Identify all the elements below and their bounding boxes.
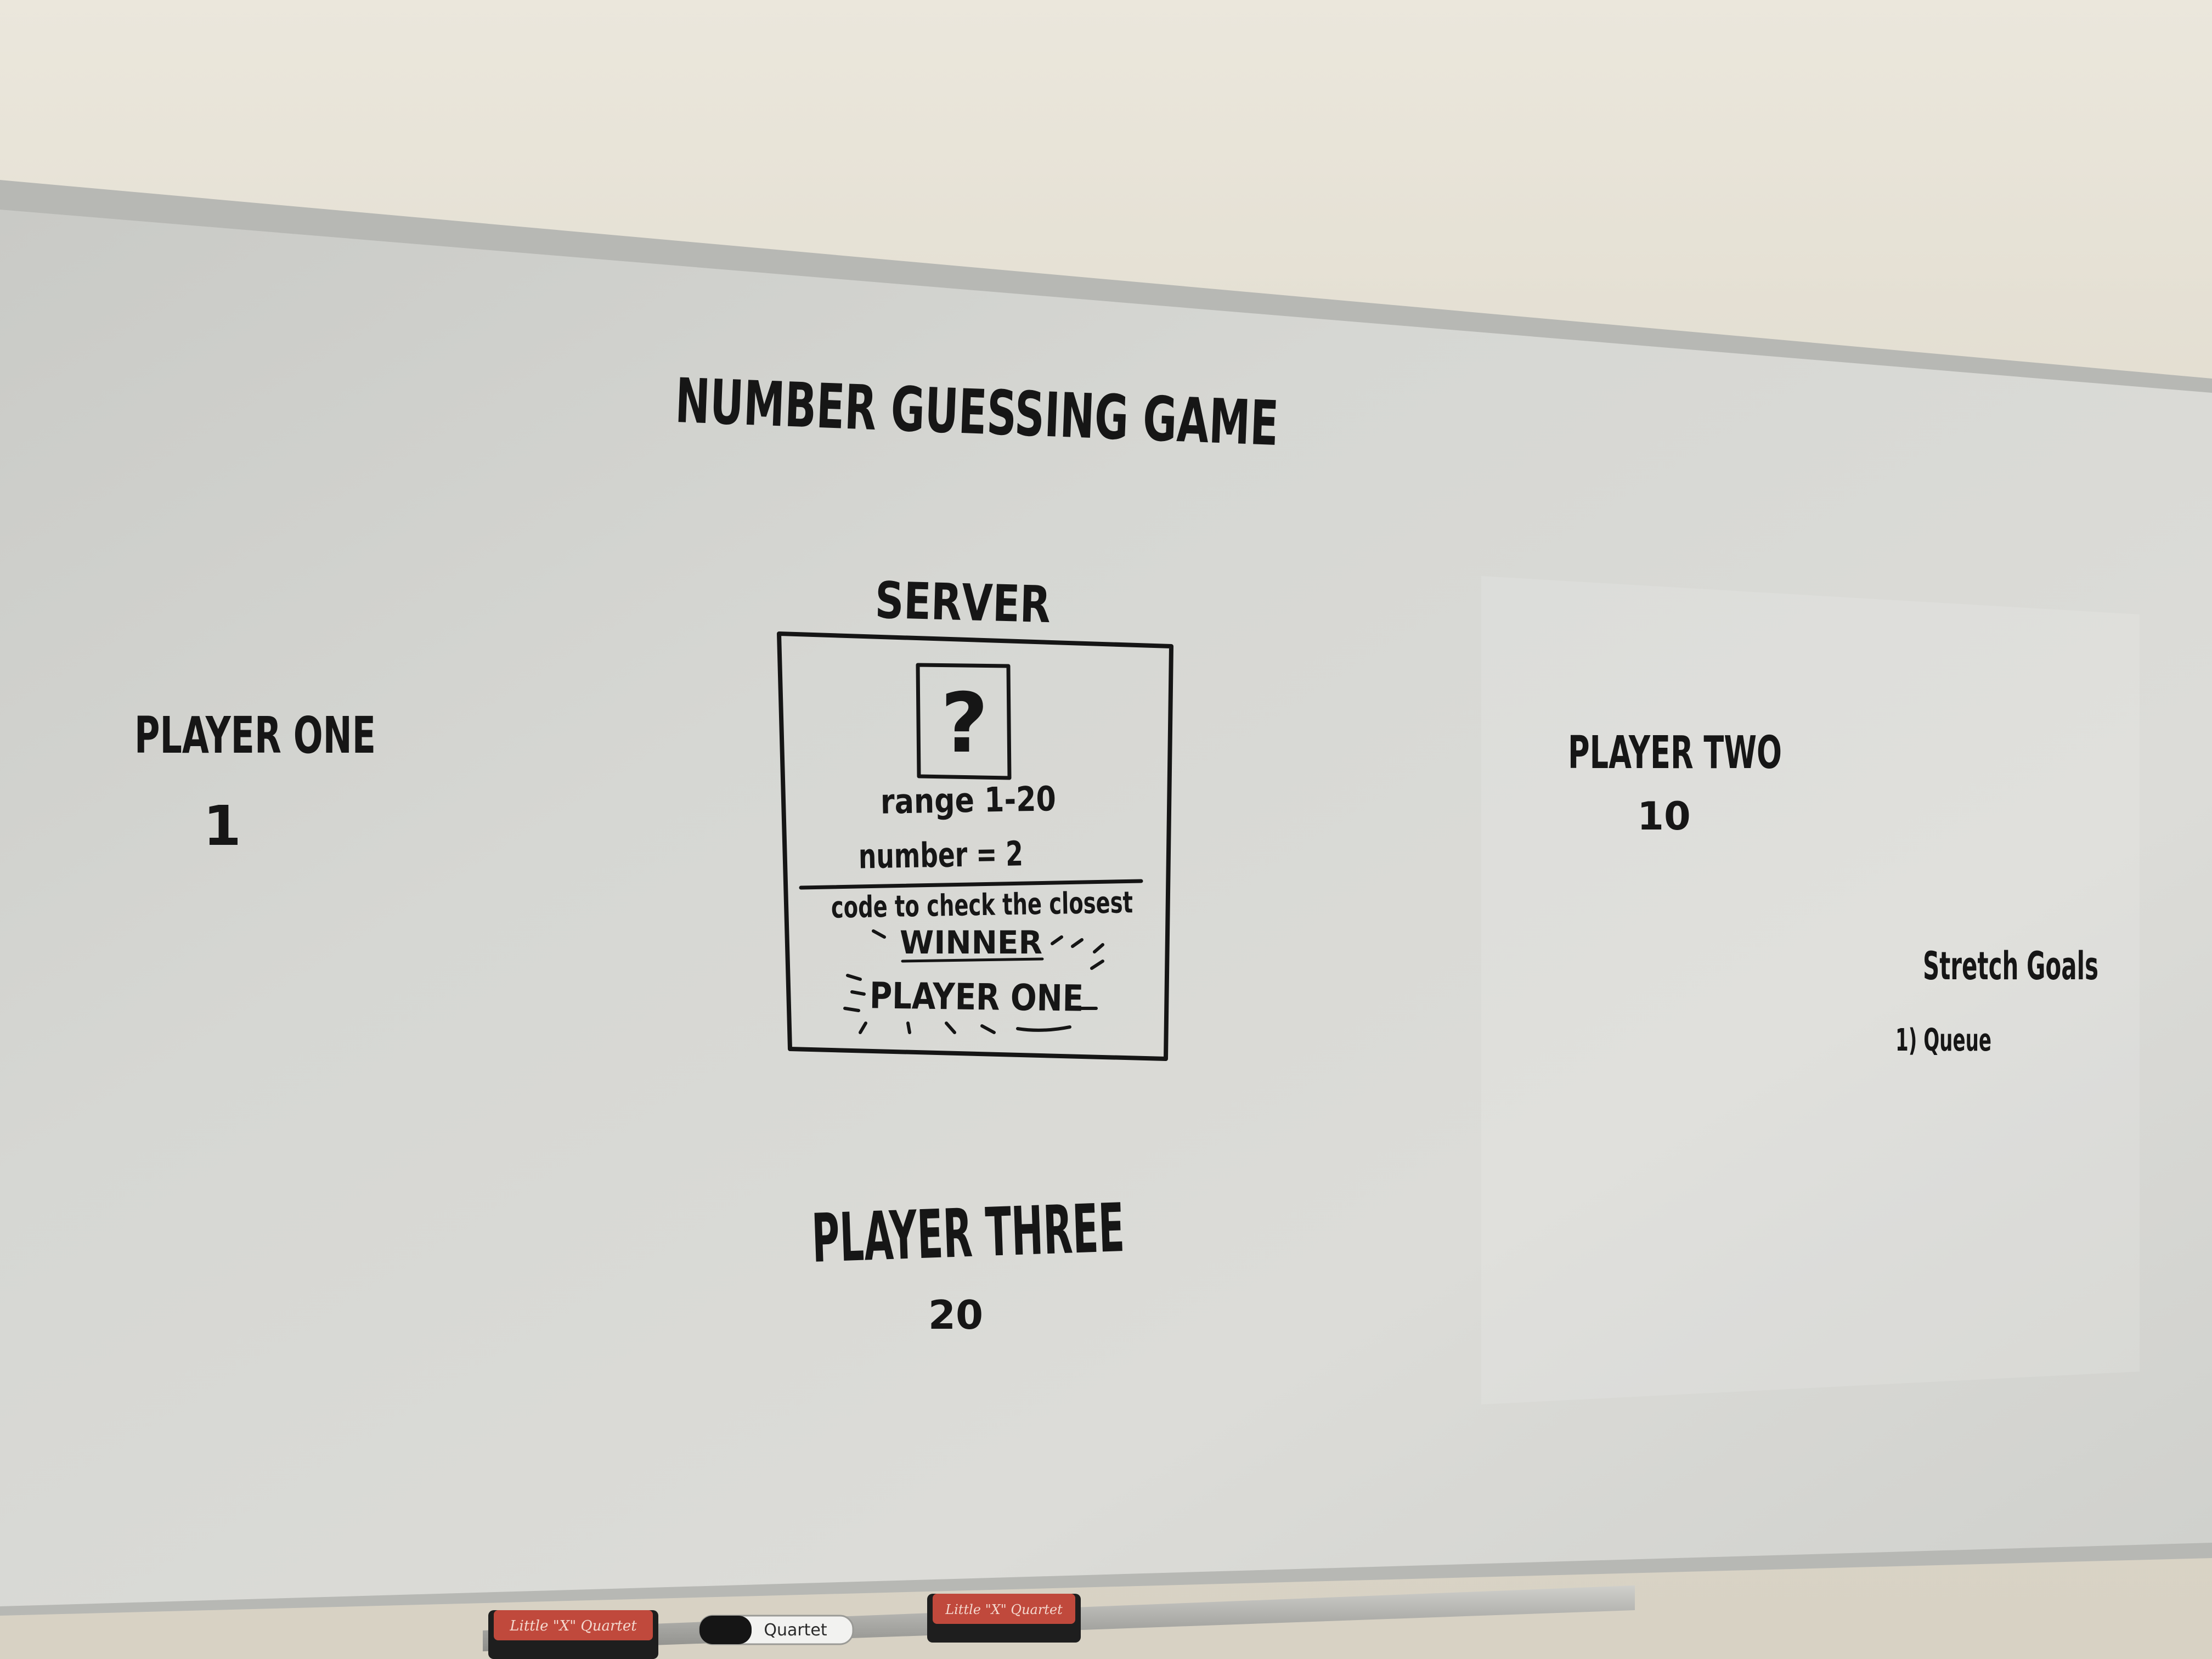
player-two-guess: 10 (1637, 794, 1690, 839)
svg-text:Little "X" Quartet: Little "X" Quartet (509, 1618, 637, 1634)
player-three-guess: 20 (928, 1292, 983, 1338)
winner-label: WINNER (900, 924, 1042, 961)
svg-text:Quartet: Quartet (764, 1621, 827, 1640)
svg-text:Little "X" Quartet: Little "X" Quartet (945, 1602, 1063, 1617)
eraser-left: Little "X" Quartet (488, 1610, 658, 1659)
server-range: range 1-20 (880, 778, 1056, 822)
player-two-name: PLAYER TWO (1568, 727, 1782, 779)
server-label: SERVER (874, 571, 1052, 634)
winner-name: PLAYER ONE (870, 974, 1084, 1019)
server-box (777, 631, 1173, 1061)
board-reflection (1481, 576, 2140, 1404)
stretch-goals-heading: Stretch Goals (1923, 944, 2098, 989)
secret-question-mark: ? (940, 676, 988, 771)
player-one-guess: 1 (203, 794, 241, 858)
server-number: number = 2 (858, 833, 1023, 876)
player-three-name: PLAYER THREE (810, 1189, 1126, 1278)
stretch-goal-item: 1) Queue (1895, 1023, 1991, 1058)
whiteboard-surface (0, 210, 2212, 1606)
winner-sparkles (843, 929, 1104, 1034)
secret-number-box (916, 663, 1012, 780)
server-divider (799, 879, 1143, 890)
player-one-name: PLAYER ONE (134, 706, 376, 765)
server-check-text: code to check the closest (831, 885, 1133, 925)
marker: Quartet (698, 1615, 854, 1645)
eraser-right: Little "X" Quartet (927, 1594, 1081, 1643)
winner-underline (901, 957, 1044, 963)
